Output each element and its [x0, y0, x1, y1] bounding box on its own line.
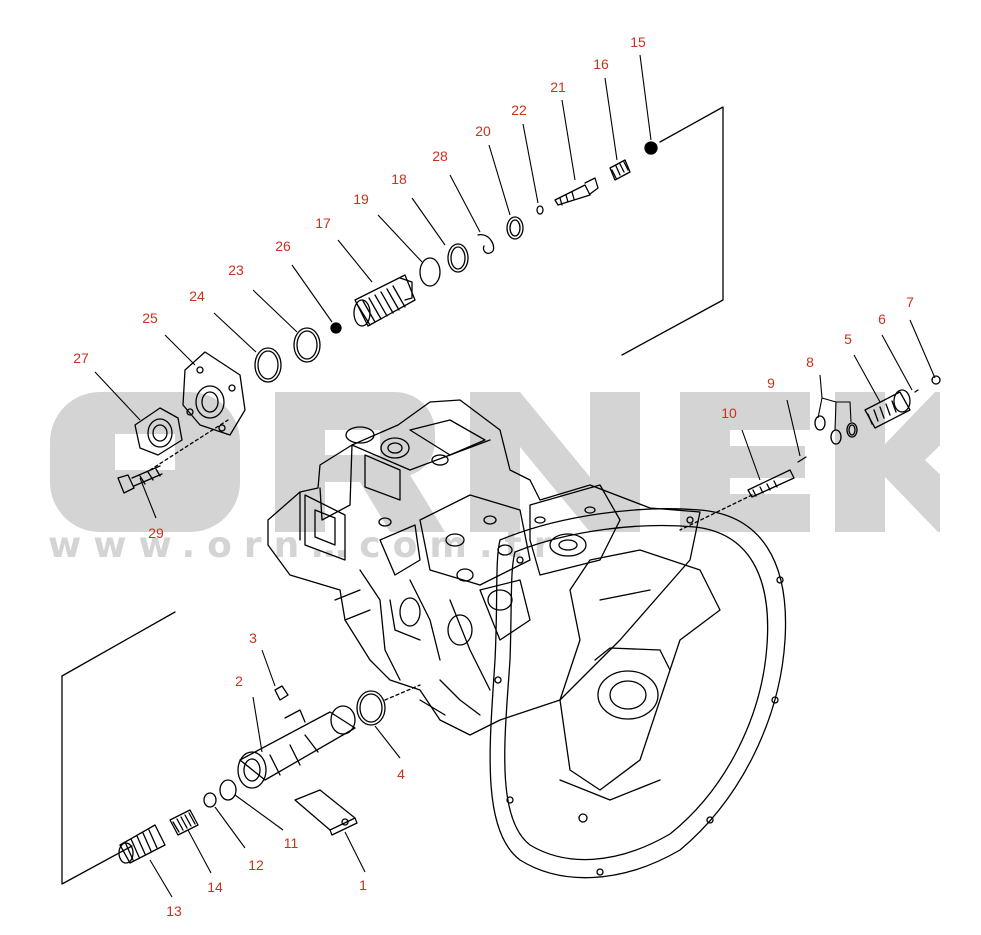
callout-27: 27: [73, 350, 89, 366]
watermark-logo: [50, 392, 940, 532]
callout-22: 22: [511, 102, 527, 118]
callout-1: 1: [359, 877, 367, 893]
group-bracket-top: [621, 106, 724, 356]
screw-10: [679, 469, 795, 531]
callout-20: 20: [475, 123, 491, 139]
ring-8c: [846, 422, 858, 438]
o-ring-23: [293, 327, 321, 363]
leader-lines: [94, 54, 936, 898]
callout-6: 6: [878, 311, 886, 327]
plug-27: [134, 407, 183, 456]
callout-10: 10: [721, 405, 737, 421]
o-ring-4: [356, 690, 386, 726]
bolt-29: [117, 419, 229, 494]
callout-2: 2: [235, 673, 243, 689]
cover-plate-25: [182, 351, 246, 436]
group-bracket-bottom: [61, 611, 176, 885]
callout-17: 17: [315, 215, 331, 231]
callout-28: 28: [432, 148, 448, 164]
callout-14: 14: [207, 879, 223, 895]
callout-8: 8: [806, 354, 814, 370]
callout-13: 13: [166, 903, 182, 919]
callout-15: 15: [630, 34, 646, 50]
snap-ring-28: [477, 234, 495, 254]
callout-19: 19: [353, 191, 369, 207]
ring-8b: [830, 429, 842, 445]
pin-6: [914, 389, 919, 393]
ring-20: [506, 216, 524, 240]
callout-21: 21: [550, 79, 566, 95]
callout-25: 25: [142, 310, 158, 326]
callout-26: 26: [275, 238, 291, 254]
mounting-flange: [489, 508, 787, 879]
callout-23: 23: [228, 262, 244, 278]
pump-body: [267, 399, 701, 736]
ring-11: [219, 779, 237, 801]
callout-29: 29: [148, 525, 164, 541]
plug-3: [274, 685, 289, 701]
callout-5: 5: [844, 331, 852, 347]
callout-18: 18: [391, 171, 407, 187]
spring-16: [609, 159, 631, 181]
callout-9: 9: [767, 375, 775, 391]
spool-17: [353, 274, 416, 327]
callout-11: 11: [283, 835, 299, 851]
callout-16: 16: [593, 56, 609, 72]
callout-4: 4: [397, 766, 405, 782]
valve-5: [864, 389, 911, 429]
callout-3: 3: [249, 630, 257, 646]
ball-26: [330, 322, 342, 334]
ball-7: [931, 375, 941, 385]
pin-21: [554, 177, 599, 206]
o-ring-24: [254, 347, 282, 383]
callout-12: 12: [248, 857, 264, 873]
block-1: [294, 789, 358, 836]
plug-15: [644, 141, 658, 155]
ring-9: [797, 456, 807, 463]
callout-24: 24: [189, 288, 205, 304]
spring-14: [169, 809, 199, 836]
spring-13: [118, 824, 166, 864]
o-ring-19: [419, 257, 441, 287]
o-ring-18: [447, 243, 469, 273]
piston-2: [237, 705, 356, 789]
callout-7: 7: [906, 294, 914, 310]
ring-8a: [814, 415, 826, 431]
ring-12: [203, 792, 217, 808]
ring-22: [536, 205, 544, 215]
